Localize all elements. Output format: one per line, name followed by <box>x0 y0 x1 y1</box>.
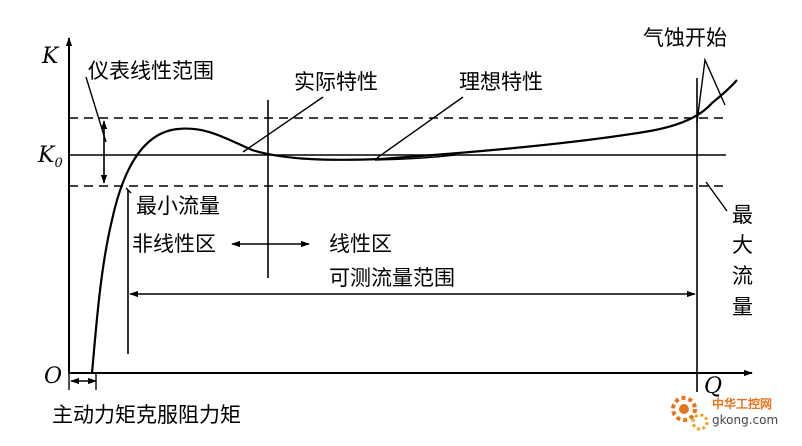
origin-label: O <box>44 364 62 389</box>
linear-range-label: 仪表线性范围 <box>88 59 214 83</box>
min-flow-label: 最小流量 <box>136 194 220 218</box>
measurable-range-label: 可测流量范围 <box>329 266 455 290</box>
y-axis-label: K <box>41 44 60 69</box>
gear-icon-small <box>691 413 709 431</box>
linear-zone-label: 线性区 <box>329 232 392 256</box>
linear-range-leader <box>85 76 107 143</box>
ideal-characteristic-label: 理想特性 <box>459 70 543 94</box>
watermark-site-en: gkong.com <box>712 413 778 427</box>
actual-characteristic-curve <box>90 79 738 374</box>
x-axis-label: Q <box>704 374 722 399</box>
max-flow-leader <box>705 181 728 212</box>
ideal-characteristic-curve <box>374 154 456 161</box>
min-flow-leader <box>125 187 132 194</box>
cavitation-leader <box>696 57 726 123</box>
max-flow-label-2: 大 <box>732 233 753 257</box>
max-flow-label-3: 流 <box>732 264 753 288</box>
actual-leader <box>242 96 324 153</box>
cavitation-start-label: 气蚀开始 <box>643 26 727 50</box>
max-flow-label-4: 量 <box>732 295 753 319</box>
k0-label: K0 <box>37 143 63 171</box>
gear-icon <box>671 396 697 422</box>
nonlinear-zone-label: 非线性区 <box>132 232 216 256</box>
watermark-logo: 中华工控网 gkong.com <box>671 396 778 431</box>
max-flow-label-1: 最 <box>732 203 753 227</box>
ideal-leader <box>376 96 464 159</box>
drive-vs-resist-label: 主动力矩克服阻力矩 <box>52 403 241 427</box>
watermark-site-cn: 中华工控网 <box>712 396 772 411</box>
actual-characteristic-label: 实际特性 <box>294 70 378 94</box>
